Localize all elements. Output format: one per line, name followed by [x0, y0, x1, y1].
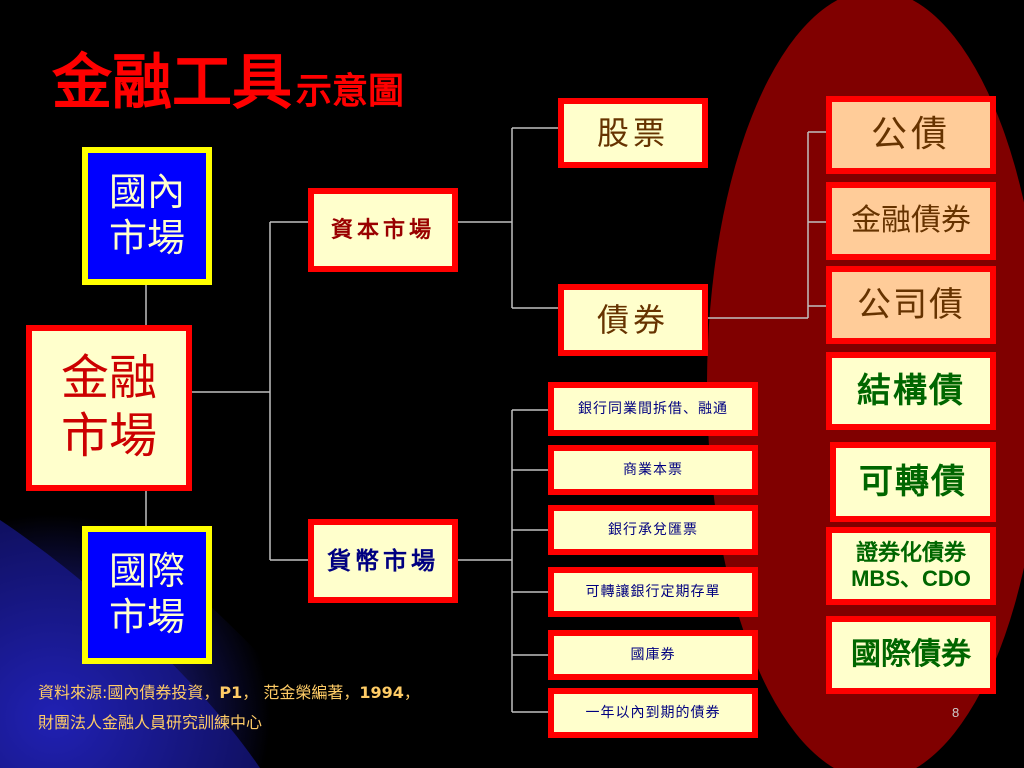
source-line2: 財團法人金融人員研究訓練中心: [38, 713, 263, 732]
title-main: 金融工具: [52, 48, 292, 118]
financial-market-line1: 金融: [60, 350, 157, 407]
domestic-market-line2: 市場: [108, 216, 185, 260]
corporate-bond-box: 公司債: [826, 266, 996, 344]
government-bond-box: 公債: [826, 96, 996, 174]
domestic-market-box: 國內市場: [82, 147, 212, 285]
convertible-bond-box: 可轉債: [830, 442, 996, 522]
financial-market-line2: 市場: [60, 408, 157, 464]
title-sub: 示意圖: [296, 70, 405, 112]
page-number: 8: [952, 705, 960, 720]
source-caption: 資料來源:國內債券投資，P1， 范金榮編著，1994， 財團法人金融人員研究訓練…: [38, 678, 420, 738]
structured-bond-box: 結構債: [826, 352, 996, 430]
international-bond-box: 國際債券: [826, 616, 996, 694]
money-market-box: 貨幣市場: [308, 519, 458, 603]
instrument-negotiable-cd-box: 可轉讓銀行定期存單: [548, 567, 758, 617]
international-market-line2: 市場: [108, 595, 185, 639]
domestic-market-line1: 國內: [108, 170, 185, 215]
international-market-line1: 國際: [108, 549, 185, 594]
capital-market-box: 資本市場: [308, 188, 458, 272]
bonds-box: 債券: [558, 284, 708, 356]
securitized-bond-line1: 證券化債券: [855, 539, 966, 566]
instrument-interbank-box: 銀行同業間拆借、融通: [548, 382, 758, 436]
financial-market-box: 金融市場: [26, 325, 192, 491]
stocks-box: 股票: [558, 98, 708, 168]
instrument-treasury-bill-box: 國庫券: [548, 630, 758, 680]
securitized-bond-line2: MBS、CDO: [851, 566, 971, 591]
page-title: 金融工具示意圖: [52, 34, 404, 121]
instrument-commercial-paper-box: 商業本票: [548, 445, 758, 495]
source-line1: 資料來源:國內債券投資，P1， 范金榮編著，1994，: [38, 683, 420, 702]
instrument-bankers-acceptance-box: 銀行承兌匯票: [548, 505, 758, 555]
instrument-short-bond-box: 一年以內到期的債券: [548, 688, 758, 738]
securitized-bond-box: 證券化債券 MBS、CDO: [826, 527, 996, 605]
financial-bond-box: 金融債券: [826, 182, 996, 260]
international-market-box: 國際市場: [82, 526, 212, 664]
